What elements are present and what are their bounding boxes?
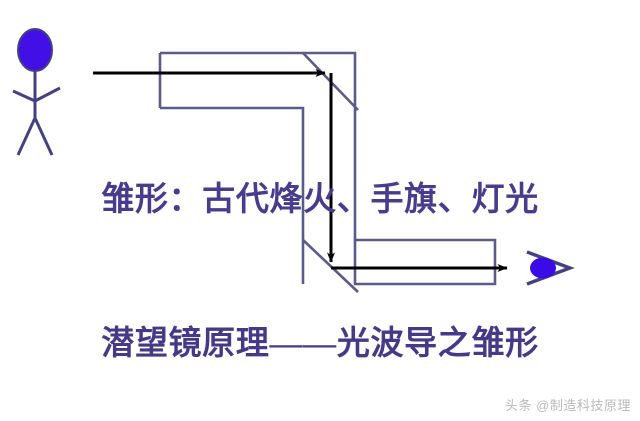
observer-eye [526, 250, 575, 286]
stick-figure-arms [12, 86, 61, 103]
periscope-tube [158, 51, 497, 293]
watermark-label: 头条 @制造科技原理 [504, 398, 631, 413]
periscope-outer-wall [160, 51, 497, 286]
caption-secondary: 潜望镜原理——光波导之雏形 [101, 326, 539, 362]
eye-pupil-icon [530, 257, 556, 279]
light-ray-path [93, 69, 508, 272]
eye-wedge-icon [526, 250, 575, 286]
mirror-bottom-diagonal [302, 239, 359, 293]
caption-primary: 雏形：古代烽火、手旗、灯光 [101, 182, 539, 218]
observer-stick-figure [12, 28, 61, 156]
stick-figure-head-icon [17, 28, 53, 72]
stick-figure-legs [16, 116, 54, 156]
periscope-inner-wall [160, 106, 305, 284]
